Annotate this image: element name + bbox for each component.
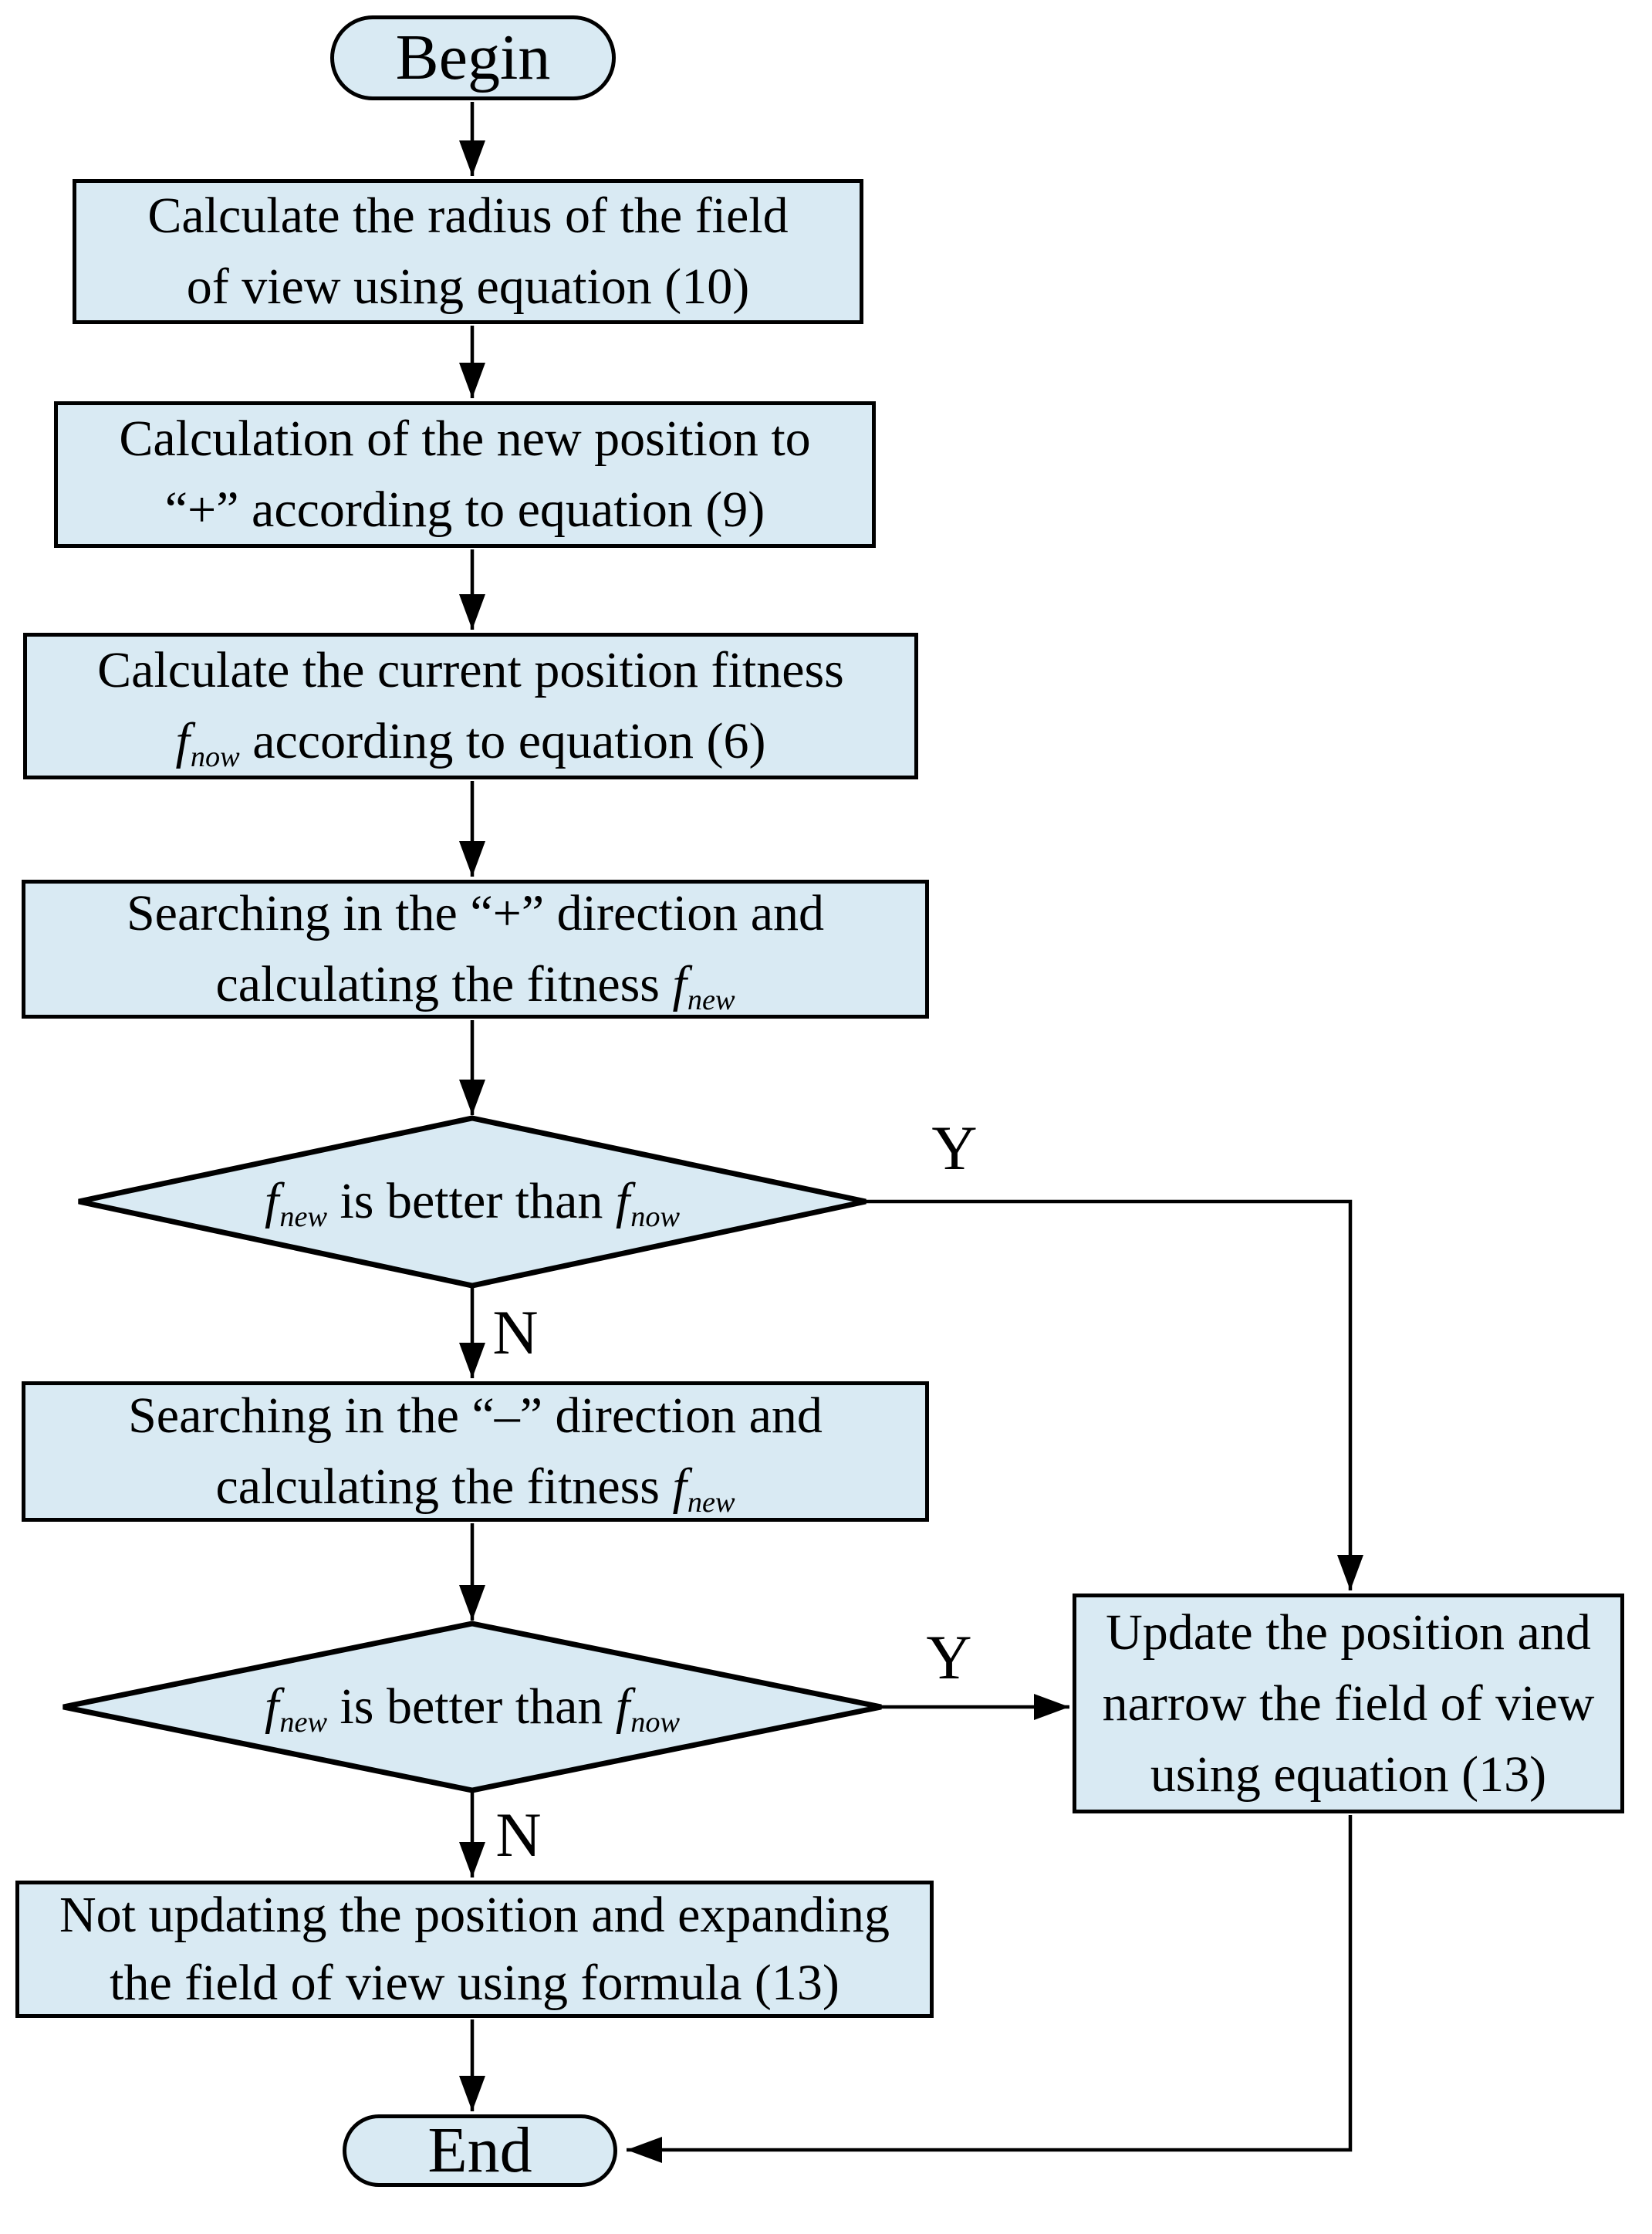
- fitness-var-subscript: now: [630, 1201, 681, 1234]
- fitness-var: f: [672, 1458, 687, 1515]
- fitness-var-subscript: new: [687, 984, 735, 1017]
- node-text-line: narrow the field of view: [1102, 1675, 1595, 1732]
- node-text-line: using equation (13): [1150, 1746, 1547, 1803]
- node-text-line: Searching in the “–” direction and: [128, 1387, 823, 1444]
- flow-node-search-plus: Searching in the “+” direction and calcu…: [22, 880, 929, 1019]
- node-text-line: Searching in the “+” direction and: [126, 885, 825, 941]
- edge-label-decision1-no: N: [492, 1297, 539, 1367]
- node-text-lead: calculating the fitness: [215, 1458, 673, 1515]
- edge-label-decision2-no: N: [495, 1800, 542, 1870]
- flow-node-search-minus: Searching in the “–” direction and calcu…: [22, 1381, 929, 1522]
- decision1-diamond-shape: [78, 1115, 867, 1289]
- flow-node-calc-new-position: Calculation of the new position to “+” a…: [54, 401, 876, 548]
- node-label: End: [427, 2114, 532, 2186]
- fitness-var-subscript: now: [190, 741, 240, 774]
- edge-label-decision2-yes: Y: [926, 1622, 972, 1692]
- fitness-var-subscript: new: [279, 1201, 327, 1234]
- node-text-line: “+” according to equation (9): [164, 482, 765, 538]
- decision-text: is better than: [326, 1678, 616, 1735]
- flow-node-calc-current-fitness: Calculate the current position fitness f…: [23, 633, 918, 779]
- fitness-var-subscript: new: [279, 1706, 327, 1739]
- decision-text: is better than: [326, 1173, 616, 1229]
- edge-label-decision1-yes: Y: [931, 1113, 978, 1183]
- node-text-rest: according to equation (6): [239, 713, 766, 769]
- node-text-line: Calculate the current position fitness: [97, 642, 844, 698]
- flow-node-update-position: Update the position and narrow the field…: [1073, 1594, 1624, 1813]
- node-text-line: Calculate the radius of the field: [147, 188, 789, 244]
- node-text-line: fnow according to equation (6): [176, 706, 766, 777]
- fitness-var: f: [615, 1173, 630, 1229]
- flow-node-decision1-label: fnew is better than fnow: [264, 1172, 681, 1234]
- fitness-var-subscript: now: [630, 1706, 681, 1739]
- node-text-line: the field of view using formula (13): [110, 1955, 840, 2011]
- fitness-var: f: [264, 1173, 279, 1229]
- flow-node-decision2-label: fnew is better than fnow: [264, 1678, 681, 1739]
- flow-node-begin: Begin: [330, 15, 616, 100]
- fitness-var: f: [175, 713, 190, 769]
- fitness-var: f: [672, 956, 687, 1012]
- edge-update-to-end: [627, 1815, 1353, 2163]
- node-text-line: calculating the fitness fnew: [216, 949, 735, 1020]
- node-label: Begin: [395, 22, 551, 93]
- flow-node-end: End: [343, 2114, 617, 2187]
- edge-decision1-yes-to-update: [866, 1199, 1363, 1590]
- flow-node-not-updating: Not updating the position and expanding …: [15, 1881, 934, 2018]
- node-text-line: Update the position and: [1106, 1604, 1591, 1661]
- node-text-line: Not updating the position and expanding: [59, 1887, 890, 1943]
- node-text-line: calculating the fitness fnew: [216, 1452, 735, 1523]
- fitness-var: f: [264, 1678, 279, 1735]
- flow-node-calc-radius: Calculate the radius of the field of vie…: [73, 179, 863, 324]
- fitness-var-subscript: new: [687, 1486, 735, 1519]
- node-text-line: Calculation of the new position to: [119, 411, 811, 467]
- fitness-var: f: [615, 1678, 630, 1735]
- decision2-diamond-shape: [62, 1621, 882, 1793]
- node-text-line: of view using equation (10): [186, 259, 750, 315]
- node-text-lead: calculating the fitness: [215, 956, 673, 1012]
